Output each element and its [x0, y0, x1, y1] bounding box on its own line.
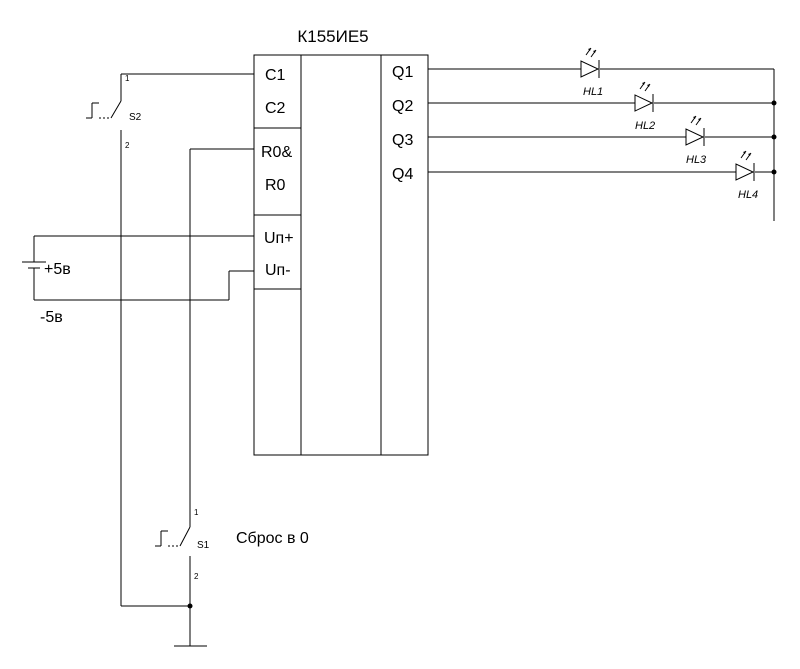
s2-label: S2: [129, 112, 142, 123]
pin-q3: Q3: [392, 132, 413, 149]
chip-title: К155ИЕ5: [297, 27, 368, 46]
led-label-hl1: HL1: [583, 86, 603, 98]
s1-caption: Сброс в 0: [236, 530, 309, 547]
led-hl1-icon: [580, 47, 600, 78]
led-hl4-icon: [735, 150, 755, 181]
chip-k155ie5: К155ИЕ5 C1 C2 R0& R0 Uп+ Uп- Q1 Q2 Q3 Q4: [253, 27, 429, 456]
pin-r0: R0: [265, 177, 286, 194]
pin-c2: C2: [265, 100, 286, 117]
switch-s1: 1 2 S1 Сброс в 0: [155, 148, 309, 606]
s1-label: S1: [197, 540, 210, 551]
junction-dot: [771, 134, 777, 140]
pin-up-minus: Uп-: [265, 262, 291, 279]
chip-outline: [253, 54, 429, 456]
pin-up-plus: Uп+: [264, 230, 294, 247]
pin-q2: Q2: [392, 98, 413, 115]
led-label-hl2: HL2: [635, 120, 655, 132]
led-hl2-icon: [634, 81, 654, 112]
ground-icon: [121, 603, 207, 647]
s2-pin2-label: 2: [125, 141, 130, 150]
led-hl3-icon: [685, 115, 705, 146]
pin-q1: Q1: [392, 64, 413, 81]
led-label-hl4: HL4: [738, 189, 758, 201]
s1-pin1-label: 1: [194, 508, 199, 517]
power-negative-label: -5в: [40, 309, 63, 326]
pin-c1: C1: [265, 67, 286, 84]
s1-pin2-label: 2: [194, 572, 199, 581]
pin-r0-and: R0&: [261, 144, 292, 161]
junction-dot: [771, 169, 777, 175]
power-supply: +5в -5в: [22, 235, 254, 326]
led-label-hl3: HL3: [686, 154, 707, 166]
s2-pin1-label: 1: [125, 74, 130, 83]
switch-s2: 1 2 S2: [86, 73, 254, 606]
pin-q4: Q4: [392, 166, 413, 183]
junction-dot: [771, 100, 777, 106]
power-positive-label: +5в: [44, 261, 71, 278]
output-network: HL1 HL2 HL3 HL4: [428, 47, 777, 221]
